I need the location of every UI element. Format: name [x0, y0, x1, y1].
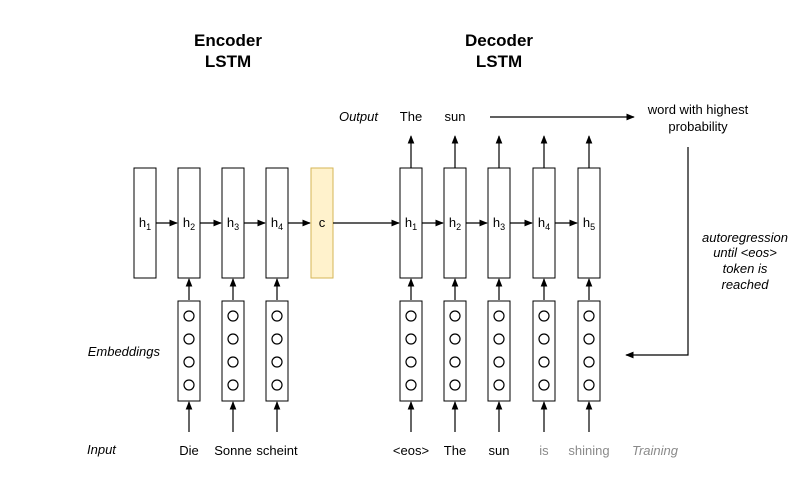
decoder-embedding-1-box: [399, 300, 423, 402]
encoder-cell-1-label: h1: [139, 215, 151, 232]
word-highest-probability-line1: word with highest: [647, 102, 749, 117]
embedding-unit: [227, 333, 239, 345]
embedding-unit: [405, 310, 417, 322]
autoregression-loop-arrow: [625, 147, 689, 359]
decoder-cell-2-label: h2: [449, 215, 461, 232]
decoder-title: Decoder: [465, 31, 533, 50]
embedding-unit: [271, 310, 283, 322]
decoder-subtitle: LSTM: [476, 52, 522, 71]
encoder-cell-2-label: h2: [183, 215, 195, 232]
embedding-unit: [183, 379, 195, 391]
embedding-unit: [183, 333, 195, 345]
output-label: Output: [339, 109, 379, 124]
autoregression-line2: until <eos>: [713, 245, 777, 260]
encoder-embedding-2: [221, 300, 245, 402]
encoder-embedding-2-box: [221, 300, 245, 402]
decoder-embedding-2-box: [443, 300, 467, 402]
embedding-unit: [227, 379, 239, 391]
decoder-cell-5-label: h5: [583, 215, 595, 232]
decoder-input-word-3: sun: [489, 443, 510, 458]
embedding-unit: [538, 333, 550, 345]
embedding-unit: [493, 310, 505, 322]
context-vector-label: c: [319, 215, 326, 230]
encoder-embedding-3: [265, 300, 289, 402]
decoder-cell-3: h3: [487, 167, 511, 279]
embedding-unit: [227, 356, 239, 368]
embedding-unit: [583, 356, 595, 368]
input-label: Input: [87, 442, 117, 457]
embeddings-label: Embeddings: [88, 344, 161, 359]
embedding-unit: [449, 310, 461, 322]
encoder-cell-3: h3: [221, 167, 245, 279]
encoder-title: Encoder: [194, 31, 262, 50]
decoder-embedding-4: [532, 300, 556, 402]
embedding-unit: [449, 333, 461, 345]
embedding-unit: [405, 356, 417, 368]
encoder-cell-4: h4: [265, 167, 289, 279]
context-vector: c: [310, 167, 334, 279]
encoder-embedding-1-box: [177, 300, 201, 402]
decoder-embedding-3-box: [487, 300, 511, 402]
decoder-embedding-1: [399, 300, 423, 402]
decoder-input-word-4: is: [539, 443, 549, 458]
embedding-unit: [227, 310, 239, 322]
encoder-cell-3-label: h3: [227, 215, 239, 232]
decoder-input-word-2: The: [444, 443, 466, 458]
decoder-embedding-3: [487, 300, 511, 402]
decoder-cell-4-label: h4: [538, 215, 550, 232]
encoder-embedding-1: [177, 300, 201, 402]
embedding-unit: [538, 379, 550, 391]
decoder-cell-1: h1: [399, 167, 423, 279]
embedding-unit: [271, 379, 283, 391]
decoder-input-word-5: shining: [568, 443, 609, 458]
word-highest-probability-line2: probability: [668, 119, 728, 134]
encoder-input-word-1: Die: [179, 443, 199, 458]
decoder-cell-1-label: h1: [405, 215, 417, 232]
decoder-cell-4: h4: [532, 167, 556, 279]
autoregression-line3: token is: [723, 261, 768, 276]
embedding-unit: [405, 333, 417, 345]
embedding-unit: [538, 310, 550, 322]
decoder-embedding-5: [577, 300, 601, 402]
encoder-cell-4-label: h4: [271, 215, 283, 232]
encoder-input-word-2: Sonne: [214, 443, 252, 458]
decoder-cell-5: h5: [577, 167, 601, 279]
embedding-unit: [183, 356, 195, 368]
embedding-unit: [183, 310, 195, 322]
output-word-1: The: [400, 109, 422, 124]
output-word-2: sun: [445, 109, 466, 124]
embedding-unit: [493, 356, 505, 368]
embedding-unit: [271, 333, 283, 345]
decoder-embedding-5-box: [577, 300, 601, 402]
embedding-unit: [583, 333, 595, 345]
embedding-unit: [449, 356, 461, 368]
embedding-unit: [271, 356, 283, 368]
embedding-unit: [583, 379, 595, 391]
embedding-unit: [583, 310, 595, 322]
embedding-unit: [493, 333, 505, 345]
decoder-embedding-4-box: [532, 300, 556, 402]
autoregression-line4: reached: [722, 277, 770, 292]
embedding-unit: [493, 379, 505, 391]
training-label: Training: [632, 443, 679, 458]
encoder-subtitle: LSTM: [205, 52, 251, 71]
autoregression-line1: autoregression: [702, 230, 788, 245]
encoder-cell-1: h1: [133, 167, 157, 279]
embedding-unit: [538, 356, 550, 368]
encoder-cell-2: h2: [177, 167, 201, 279]
decoder-cell-3-label: h3: [493, 215, 505, 232]
decoder-input-word-1: <eos>: [393, 443, 429, 458]
decoder-embedding-2: [443, 300, 467, 402]
encoder-input-word-3: scheint: [256, 443, 298, 458]
embedding-unit: [449, 379, 461, 391]
decoder-cell-2: h2: [443, 167, 467, 279]
embedding-unit: [405, 379, 417, 391]
encoder-embedding-3-box: [265, 300, 289, 402]
